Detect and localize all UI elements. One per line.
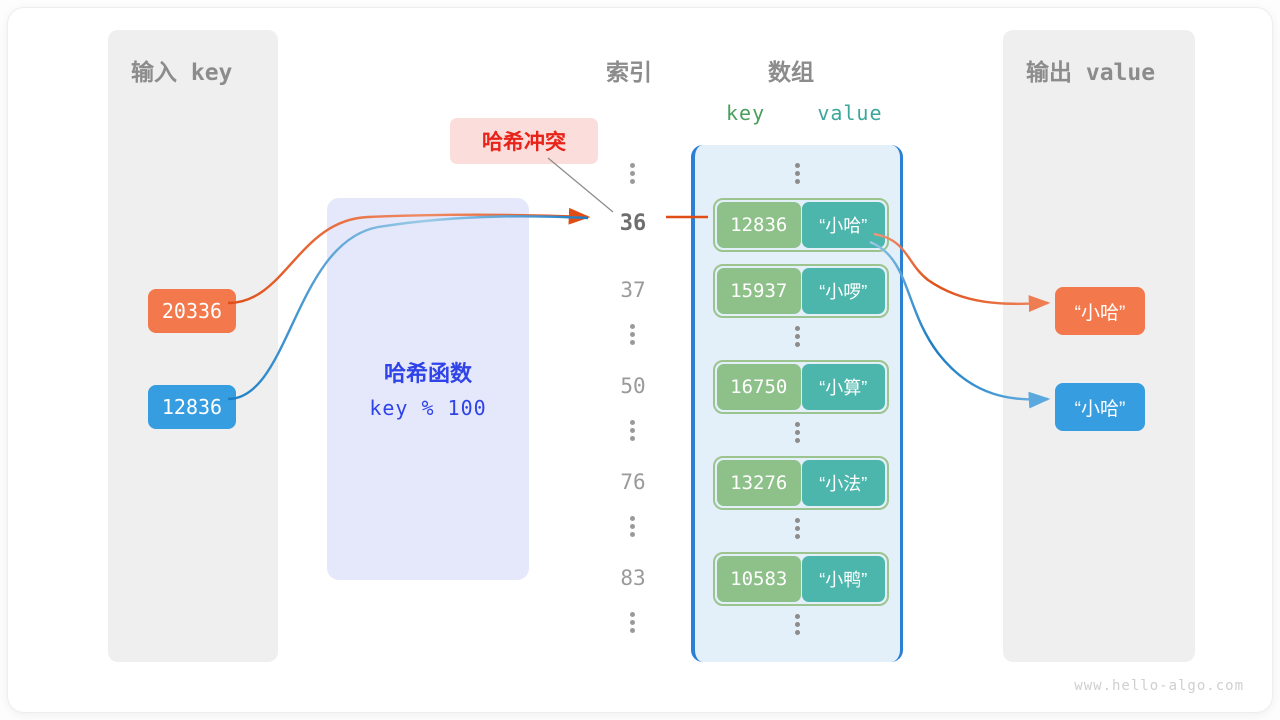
entry-value: “小哈” (801, 202, 885, 248)
value-header-label: value (817, 101, 883, 125)
hash-function-title: 哈希函数 (383, 361, 472, 386)
hash-table-array: 12836 “小哈” 15937 “小啰” 16750 “小算” 13276 “… (691, 145, 903, 662)
entry-value: “小鸭” (801, 556, 885, 602)
entry-value: “小法” (801, 460, 885, 506)
array-ellipsis (695, 160, 900, 187)
entry-key: 16750 (717, 364, 801, 410)
index-label-36: 36 (619, 211, 647, 236)
bucket-entry: 12836 “小哈” (713, 198, 889, 252)
index-label-37: 37 (620, 278, 646, 302)
input-panel (108, 30, 278, 662)
vertical-dots-icon (794, 515, 801, 542)
key-value-header: key value (726, 101, 883, 125)
index-ellipsis (606, 609, 660, 641)
hash-function-formula: key % 100 (369, 396, 487, 420)
vertical-dots-icon (794, 419, 801, 446)
index-ellipsis (606, 160, 660, 192)
input-key-chip: 12836 (148, 385, 236, 429)
entry-value: “小啰” (801, 268, 885, 314)
vertical-dots-icon (630, 321, 636, 348)
index-ellipsis (606, 513, 660, 545)
vertical-dots-icon (794, 323, 801, 350)
array-ellipsis (695, 419, 900, 446)
input-key-chip: 20336 (148, 289, 236, 333)
bucket-entry: 13276 “小法” (713, 456, 889, 510)
hash-collision-badge: 哈希冲突 (450, 118, 598, 164)
bucket-entry: 15937 “小啰” (713, 264, 889, 318)
output-panel-title: 输出 value (1026, 60, 1156, 86)
diagram-card: 输入 key 输出 value 索引 数组 key value 哈希冲突 哈希函… (8, 8, 1272, 712)
entry-key: 13276 (717, 460, 801, 506)
output-value-chip: “小哈” (1055, 287, 1145, 335)
index-label-76: 76 (620, 470, 646, 494)
wire-collision-leader (547, 157, 614, 213)
bucket-entry: 16750 “小算” (713, 360, 889, 414)
watermark: www.hello-algo.com (1074, 678, 1244, 694)
input-panel-title: 输入 key (131, 60, 233, 86)
vertical-dots-icon (794, 611, 801, 638)
bucket-entry: 10583 “小鸭” (713, 552, 889, 606)
vertical-dots-icon (630, 417, 636, 444)
index-label-83: 83 (620, 566, 646, 590)
entry-key: 12836 (717, 202, 801, 248)
array-column-label: 数组 (768, 59, 814, 85)
output-value-chip: “小哈” (1055, 383, 1145, 431)
entry-key: 15937 (717, 268, 801, 314)
vertical-dots-icon (794, 160, 801, 187)
vertical-dots-icon (630, 609, 636, 636)
output-panel (1003, 30, 1195, 662)
entry-key: 10583 (717, 556, 801, 602)
vertical-dots-icon (630, 160, 636, 187)
array-ellipsis (695, 323, 900, 350)
index-ellipsis (606, 417, 660, 449)
hash-function-box: 哈希函数 key % 100 (327, 198, 529, 580)
index-ellipsis (606, 321, 660, 353)
key-header-label: key (726, 101, 766, 125)
index-label-50: 50 (620, 374, 646, 398)
entry-value: “小算” (801, 364, 885, 410)
array-ellipsis (695, 611, 900, 638)
array-ellipsis (695, 515, 900, 542)
vertical-dots-icon (630, 513, 636, 540)
index-column-label: 索引 (606, 59, 652, 85)
